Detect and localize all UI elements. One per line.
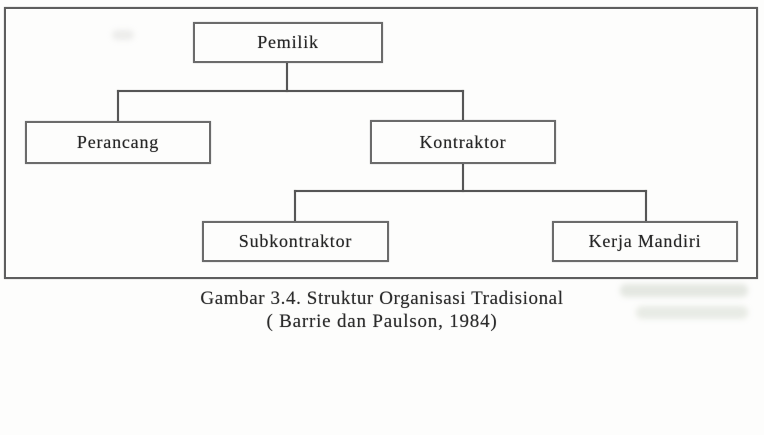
node-pemilik-label: Pemilik bbox=[257, 32, 319, 52]
node-kerja-mandiri-label: Kerja Mandiri bbox=[588, 231, 702, 251]
figure-caption: Gambar 3.4. Struktur Organisasi Tradisio… bbox=[0, 288, 764, 333]
node-subkontraktor-label: Subkontraktor bbox=[238, 231, 353, 251]
connector-pemilik-down bbox=[286, 62, 288, 92]
node-kontraktor: Kontraktor bbox=[370, 120, 556, 164]
figure-caption-line2: ( Barrie dan Paulson, 1984) bbox=[266, 311, 498, 332]
node-pemilik: Pemilik bbox=[193, 22, 383, 63]
connector-kontraktor-down bbox=[462, 163, 464, 192]
node-perancang: Perancang bbox=[25, 121, 211, 164]
node-kerja-mandiri: Kerja Mandiri bbox=[552, 221, 738, 262]
connector-kontraktor-drop bbox=[462, 90, 464, 121]
node-subkontraktor: Subkontraktor bbox=[202, 221, 389, 262]
connector-subkontraktor-drop bbox=[294, 190, 296, 222]
connector-level1-horizontal bbox=[117, 90, 464, 92]
diagram-border-frame bbox=[4, 7, 758, 279]
node-perancang-label: Perancang bbox=[76, 132, 160, 152]
connector-kerja-mandiri-drop bbox=[645, 190, 647, 222]
connector-perancang-drop bbox=[117, 90, 119, 122]
connector-level2-horizontal bbox=[294, 190, 647, 192]
figure-caption-line1: Gambar 3.4. Struktur Organisasi Tradisio… bbox=[200, 288, 564, 309]
node-kontraktor-label: Kontraktor bbox=[419, 131, 507, 152]
